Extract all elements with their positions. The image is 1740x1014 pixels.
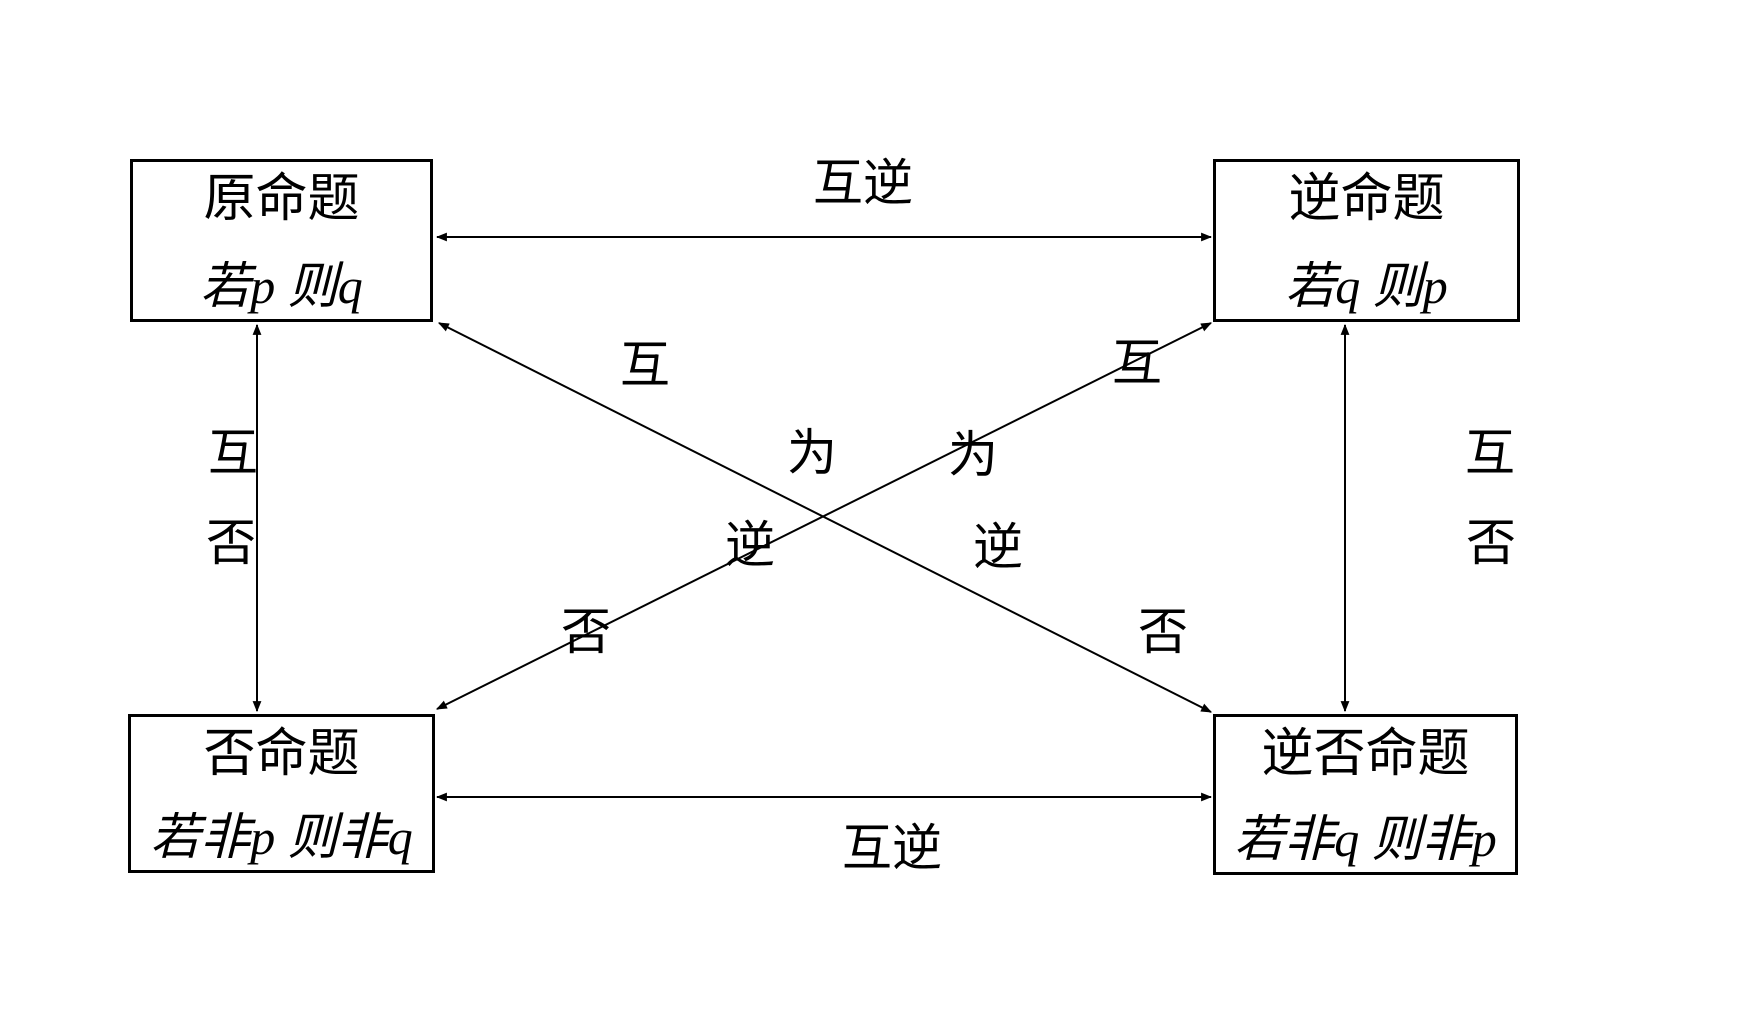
edge-label-bottom-mutual-converse: 互逆 [842,820,942,876]
diagonal-bltr-label-char-2: 为 [948,427,998,483]
diagonal-contrapositive-arrow-bltr [436,322,1212,710]
edge-label-right-mutual-negation-char-1: 互 [1465,425,1515,481]
diagonal-bltr-label-char-1: 互 [1112,335,1162,391]
negation-title: 否命题 [203,726,360,783]
diagonal-tlbr-label-char-2: 为 [787,425,837,481]
contrapositive-title: 逆否命题 [1261,726,1470,783]
diagonal-bltr-label-char-4: 否 [561,604,611,660]
edge-label-left-mutual-negation-char-2: 否 [206,515,256,571]
negation-formula: 若非p 则非q [150,809,413,865]
original-formula: 若p 则q [200,258,363,314]
proposition-box-negation: 否命题 若非p 则非q [128,714,435,873]
diagonal-bltr-label-char-3: 逆 [725,517,775,573]
converse-title: 逆命题 [1288,171,1445,228]
edge-label-left-mutual-negation-char-1: 互 [208,425,258,481]
diagonal-tlbr-label-char-3: 逆 [973,519,1023,575]
edge-label-top-mutual-converse: 互逆 [813,155,913,211]
converse-formula: 若q 则p [1285,258,1448,314]
diagonal-tlbr-label-char-4: 否 [1138,604,1188,660]
proposition-box-contrapositive: 逆否命题 若非q 则非p [1213,714,1518,875]
original-title: 原命题 [203,171,360,228]
proposition-box-original: 原命题 若p 则q [130,159,433,322]
proposition-box-converse: 逆命题 若q 则p [1213,159,1520,322]
edge-label-right-mutual-negation-char-2: 否 [1466,515,1516,571]
diagonal-tlbr-label-char-1: 互 [620,337,670,393]
contrapositive-formula: 若非q 则非p [1234,811,1497,867]
